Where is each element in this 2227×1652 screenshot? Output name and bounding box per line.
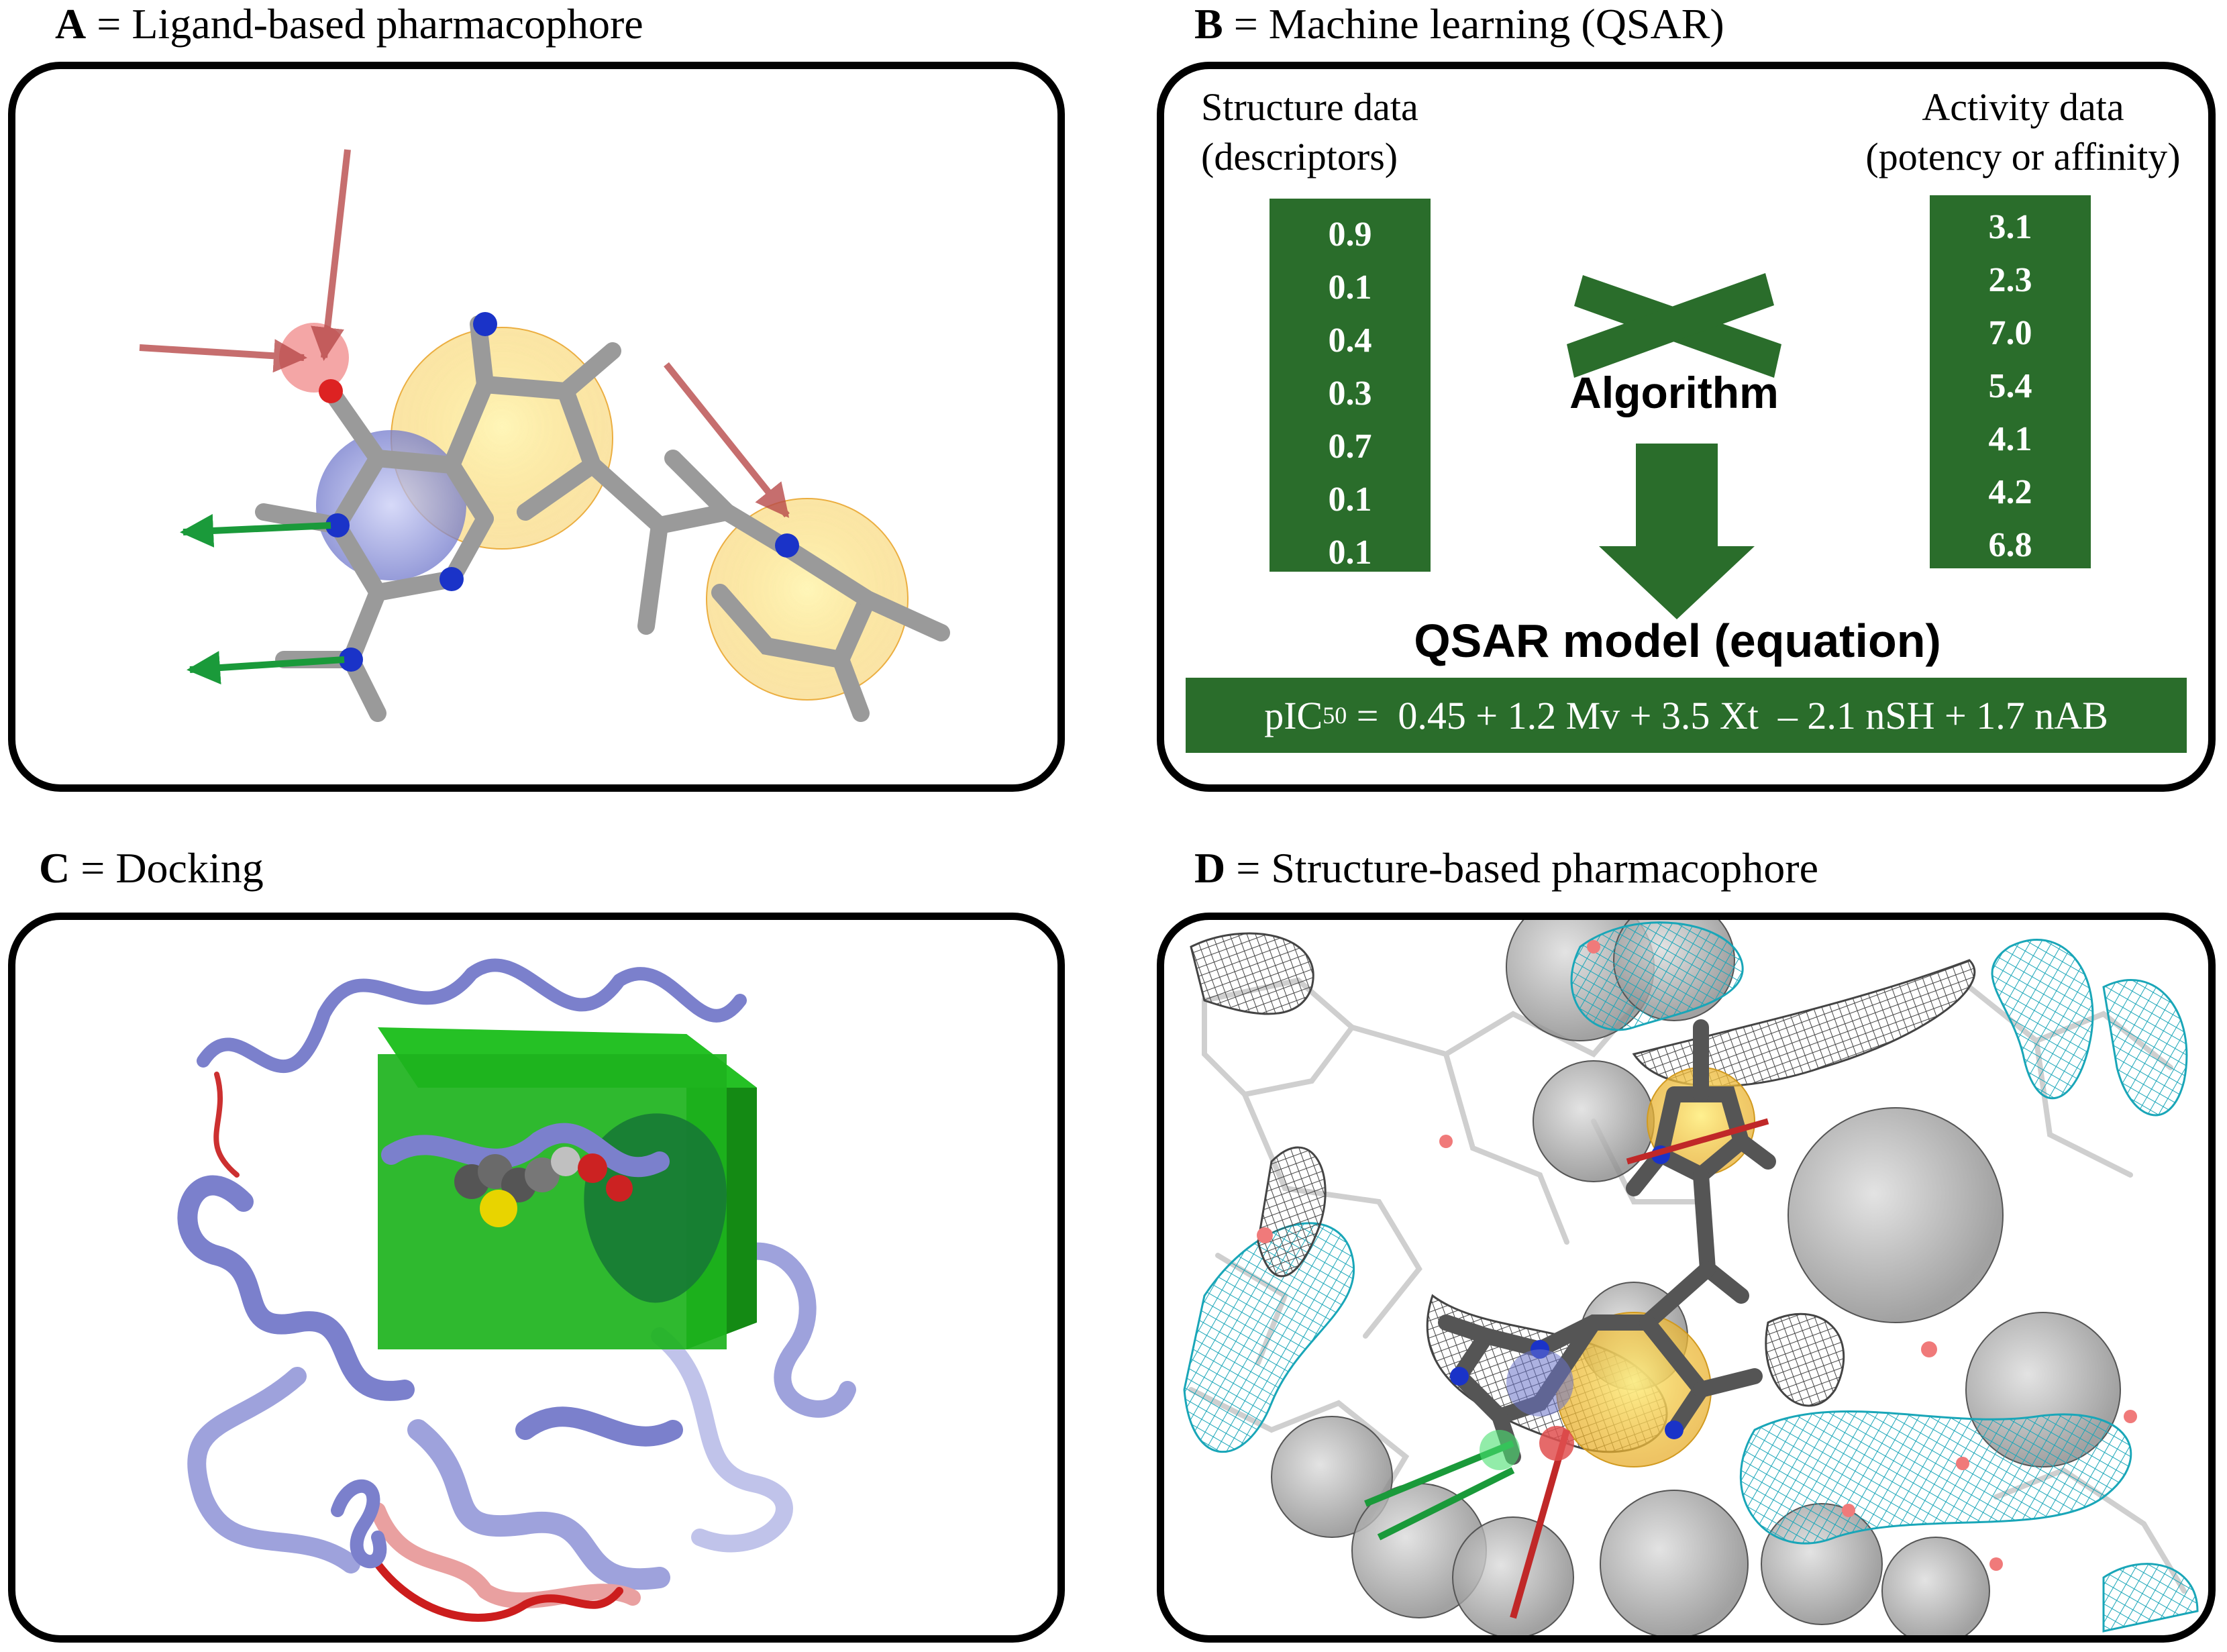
equation-lhs: pIC [1264,693,1323,737]
mesh-surface-cyan-6 [2102,1563,2199,1633]
structure-value: 0.3 [1328,374,1372,413]
hydrophobic-sphere-2 [706,498,909,701]
qsar-model-label: QSAR model (equation) [1414,615,1941,667]
mesh-surface-cyan-2 [1570,921,1744,1031]
structure-data-header: Structure data (descriptors) [1201,83,1418,182]
mesh-surface-cyan-4 [2102,979,2188,1117]
activity-value: 4.1 [1988,420,2032,458]
activity-value: 5.4 [1988,367,2032,405]
docked-ligand [454,1147,633,1227]
activity-value: 6.8 [1988,526,2032,564]
excluded-volumes [1271,920,2121,1635]
panel-b-title-text: = Machine learning (QSAR) [1223,0,1724,48]
structure-value: 0.1 [1328,533,1372,572]
structure-pharmacophore-illustration [1183,920,2199,1635]
donor-vector-d2 [1377,1467,1515,1541]
panel-c-title-text: = Docking [70,844,264,892]
activity-value: 4.2 [1988,473,2032,511]
panel-c-letter: C [39,844,70,892]
structure-values-column: 0.9 0.1 0.4 0.3 0.7 0.1 0.1 [1270,199,1431,572]
mesh-surface-grey-5 [1765,1312,1845,1407]
structure-value: 0.7 [1328,427,1372,466]
acceptor-vector-d2 [1510,1429,1570,1619]
structure-value: 0.4 [1328,321,1372,360]
activity-data-header: Activity data (potency or affinity) [1835,83,2208,182]
mesh-surface-cyan-3 [1991,939,2094,1100]
structure-value: 0.1 [1328,268,1372,307]
activity-value: 2.3 [1988,261,2032,299]
donor-arrow-2 [187,651,345,685]
acceptor-arrow-2 [139,339,307,373]
mesh-surface-grey-1 [1190,932,1314,1015]
panel-b: Structure data (descriptors) 0.9 0.1 0.4… [1157,62,2216,792]
panel-d-letter: D [1194,844,1226,892]
panel-a-letter: A [55,0,87,48]
activity-value: 7.0 [1988,314,2032,352]
panel-b-letter: B [1194,0,1223,48]
panel-a-title: A = Ligand-based pharmacophore [55,3,643,46]
panel-c-title: C = Docking [39,847,264,890]
structure-value: 0.9 [1328,215,1372,254]
panel-d-title: D = Structure-based pharmacophore [1194,847,1818,890]
structure-data-header-line2: (descriptors) [1201,135,1398,179]
algorithm-cross-arrows [1567,273,1781,619]
down-arrow [1599,444,1755,619]
activity-data-header-line2: (potency or affinity) [1865,135,2181,179]
algorithm-label: Algorithm [1569,368,1779,417]
acceptor-arrow-1 [311,149,351,361]
panel-d [1157,913,2216,1643]
panel-a [8,62,1065,792]
mesh-surface-cyan-5 [1740,1410,2132,1545]
activity-value: 3.1 [1988,208,2032,246]
donor-arrow-1 [180,513,331,548]
cross-bar-2 [1567,273,1774,378]
equation-lhs-subscript: 50 [1323,702,1347,729]
panel-a-title-text: = Ligand-based pharmacophore [86,0,643,48]
panel-d-title-text: = Structure-based pharmacophore [1225,844,1818,892]
mesh-surface-grey-3 [1257,1146,1327,1278]
panel-c [8,913,1065,1643]
activity-data-header-line1: Activity data [1922,85,2124,129]
structure-value: 0.1 [1328,480,1372,519]
acceptor-vector-d1 [1626,1118,1769,1165]
structure-data-header-line1: Structure data [1201,85,1418,129]
activity-values-column: 3.1 2.3 7.0 5.4 4.1 4.2 6.8 [1930,195,2091,568]
aromatic-ring-feature-d [1506,1349,1573,1416]
docking-illustration [177,958,856,1622]
equation-rhs: = 0.45 + 1.2 Mv + 3.5 Xt – 2.1 nSH + 1.7… [1347,693,2108,737]
acceptor-sphere-d [1539,1426,1574,1461]
acceptor-arrow-3 [664,362,790,518]
ligand-pharmacophore-illustration [139,149,950,722]
panel-b-title: B = Machine learning (QSAR) [1194,3,1724,46]
